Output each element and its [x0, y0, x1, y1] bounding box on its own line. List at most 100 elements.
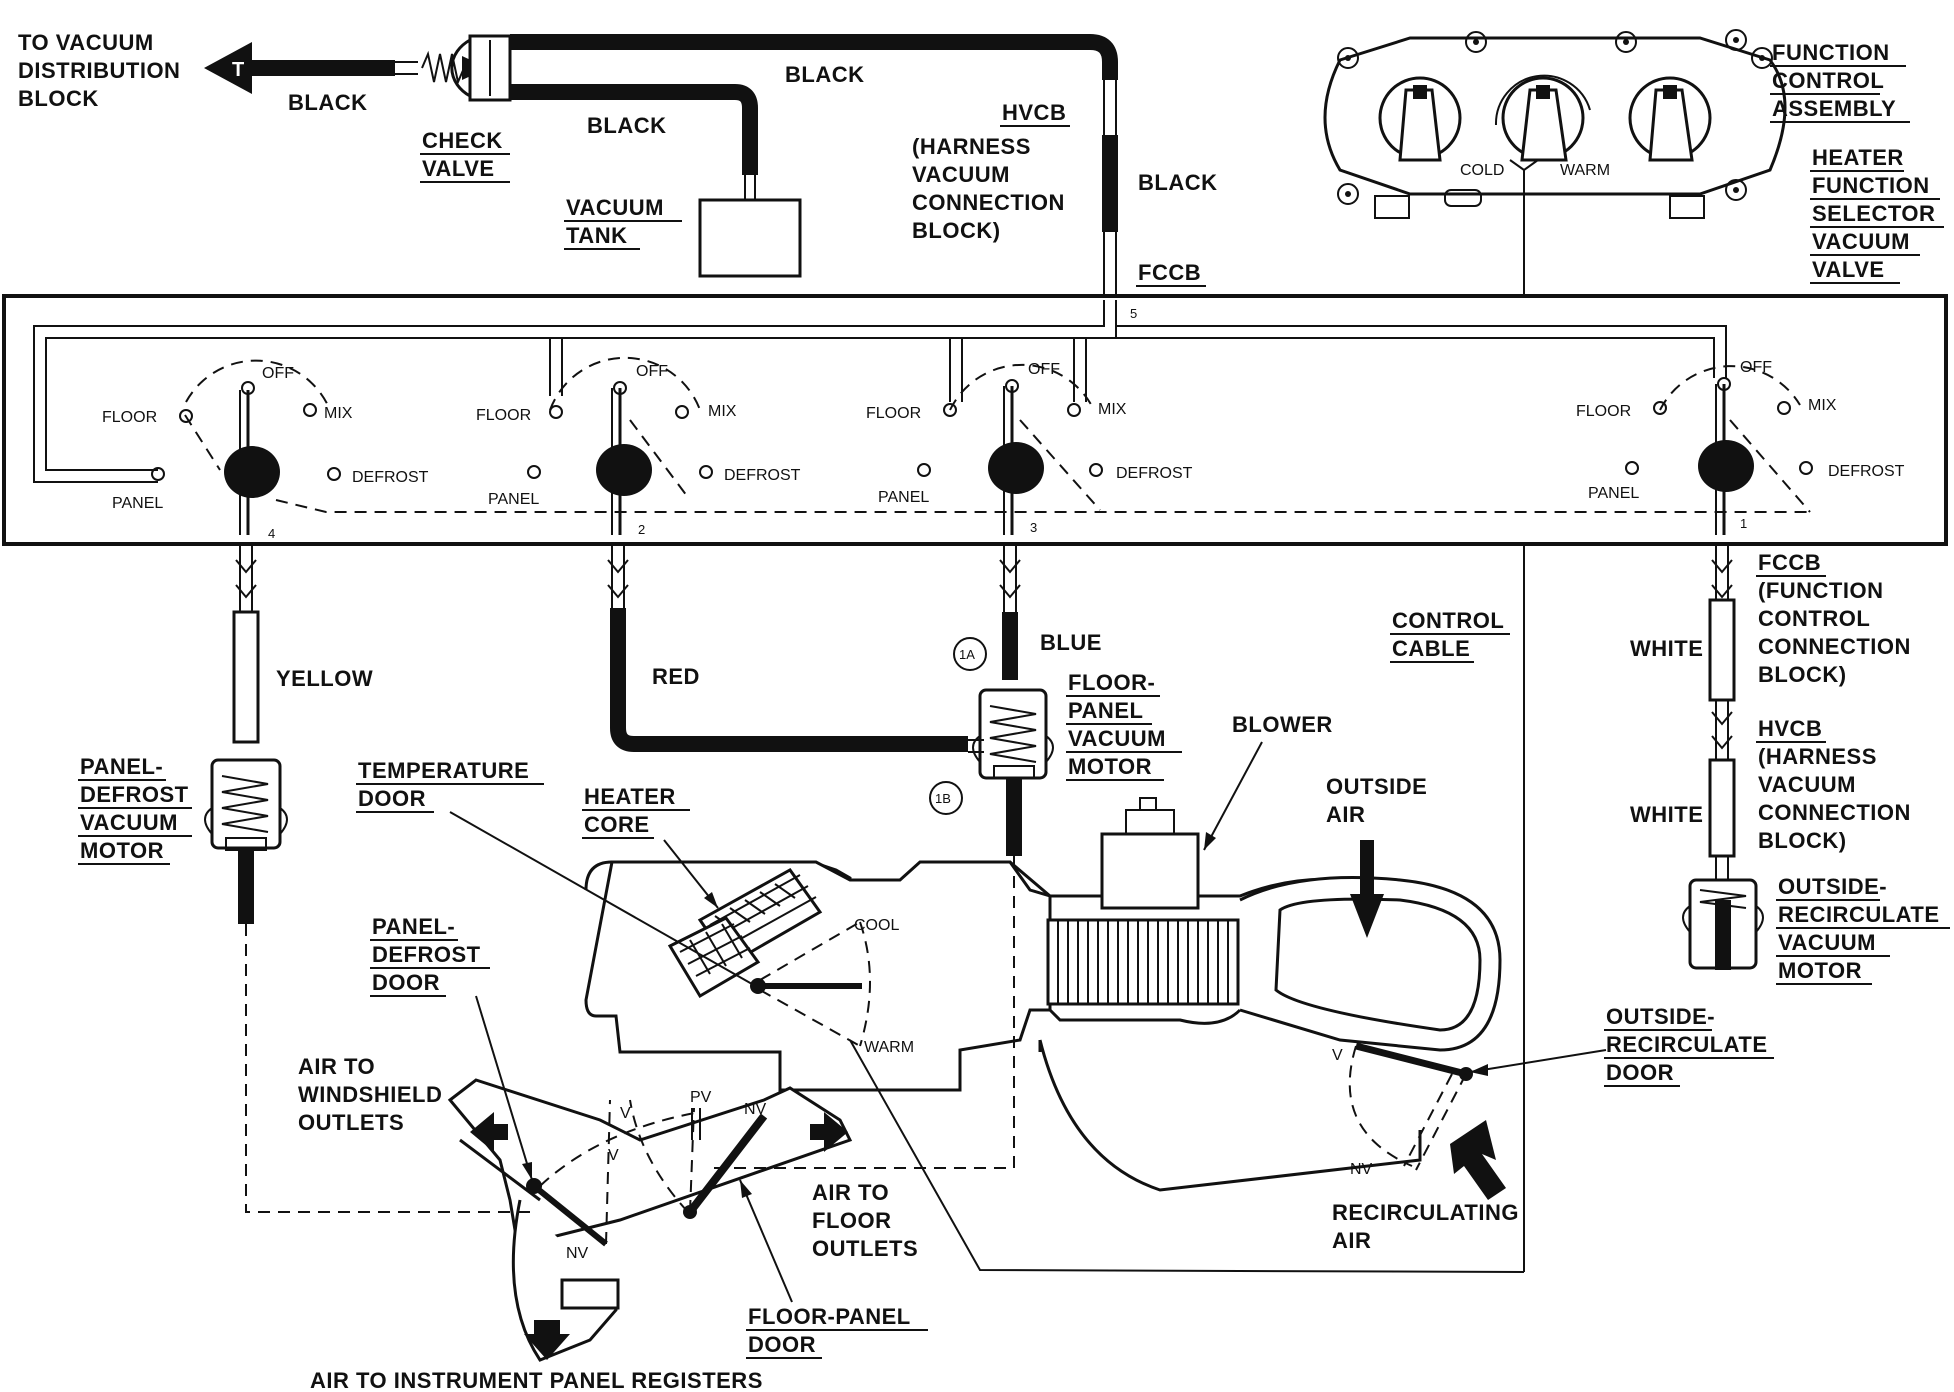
outside-air-label-1: OUTSIDE — [1326, 774, 1427, 799]
valve2-panel: PANEL — [488, 491, 539, 508]
panel-defrost-door-label-1: PANEL- — [372, 914, 455, 939]
function-control-label-2: CONTROL — [1772, 68, 1884, 93]
white-hose-lower — [1708, 758, 1736, 858]
function-control-assembly: COLD WARM — [1323, 29, 1787, 1272]
vacuum-tank — [698, 198, 802, 278]
floor-panel-motor-label-2: PANEL — [1068, 698, 1143, 723]
black-label-right: BLACK — [1138, 170, 1218, 195]
floor-panel-door-label-2: DOOR — [748, 1332, 816, 1357]
air-floor-label-1: AIR TO — [812, 1180, 889, 1205]
valve-section-4: OFF FLOOR MIX PANEL DEFROST 4 — [102, 359, 1810, 541]
check-valve-label-1: CHECK — [422, 128, 503, 153]
panel-defrost-motor-label-4: MOTOR — [80, 838, 164, 863]
fccb-right-desc-1: (FUNCTION — [1758, 578, 1883, 603]
vacuum-source-group: TO VACUUM DISTRIBUTION BLOCK T BLACK CHE… — [18, 30, 1218, 300]
hvcb-top-desc-4: BLOCK) — [912, 218, 1001, 243]
port-1-label: 1 — [1740, 516, 1747, 531]
panel-defrost-door-label-3: DOOR — [372, 970, 440, 995]
recirc-air-label-2: AIR — [1332, 1228, 1371, 1253]
outside-recirc-door-label-2: RECIRCULATE — [1606, 1032, 1768, 1057]
port-2-label: 2 — [638, 522, 645, 537]
floor-panel-motor-label-1: FLOOR- — [1068, 670, 1155, 695]
valve-passages — [33, 300, 1727, 483]
fccb-right-desc-2: CONTROL — [1758, 606, 1870, 631]
valve1-floor: FLOOR — [1576, 403, 1631, 420]
outside-recirc-door-label-3: DOOR — [1606, 1060, 1674, 1085]
panel-defrost-door-label-2: DEFROST — [372, 942, 481, 967]
callout-1a — [953, 637, 987, 671]
floor-panel-door — [686, 1113, 768, 1215]
yellow-label: YELLOW — [276, 666, 373, 691]
red-label: RED — [652, 664, 700, 689]
heater-core-label-1: HEATER — [584, 784, 676, 809]
valve3-off: OFF — [1028, 361, 1060, 378]
port-4-label: 4 — [268, 526, 275, 541]
valve2-off: OFF — [636, 363, 668, 380]
valve4-defrost: DEFROST — [352, 469, 429, 486]
panel-defrost-vacuum-motor — [204, 758, 288, 924]
port-3-label: 3 — [1030, 520, 1037, 535]
white-label-upper: WHITE — [1630, 636, 1703, 661]
yellow-hose — [232, 610, 260, 744]
warm-door-label: WARM — [864, 1039, 914, 1056]
hvcb-right-desc-4: BLOCK) — [1758, 828, 1847, 853]
black-label-top: BLACK — [785, 62, 865, 87]
windshield-air-arrow — [470, 1112, 508, 1152]
outside-recirc-motor-label-2: RECIRCULATE — [1778, 902, 1940, 927]
fccb-right-desc-4: BLOCK) — [1758, 662, 1847, 687]
door-v-label-2: V — [608, 1147, 619, 1164]
outside-recirculate-vacuum-motor — [1682, 878, 1764, 970]
outside-air-label-2: AIR — [1326, 802, 1365, 827]
floor-panel-motor-label-3: VACUUM — [1068, 726, 1166, 751]
valve1-off: OFF — [1740, 359, 1772, 376]
hvcb-right-desc-3: CONNECTION — [1758, 800, 1911, 825]
black-hose-top — [510, 34, 1118, 80]
white-hose-upper — [1708, 598, 1736, 702]
valve3-floor: FLOOR — [866, 405, 921, 422]
outside-air-arrow-shaft — [1360, 840, 1374, 894]
t-marker: T — [232, 59, 244, 81]
callout-1a-text: 1A — [959, 647, 975, 662]
recirc-air-label-1: RECIRCULATING — [1332, 1200, 1519, 1225]
hose-lines: YELLOW RED BLUE 1A 1B WHITE WHITE — [232, 544, 1736, 880]
door-nv-label-2: NV — [566, 1245, 589, 1262]
panel-defrost-motor-label-3: VACUUM — [80, 810, 178, 835]
valve2-defrost: DEFROST — [724, 467, 801, 484]
floor-panel-door-label-1: FLOOR-PANEL — [748, 1304, 911, 1329]
temperature-door-label-2: DOOR — [358, 786, 426, 811]
valve-section-2: OFF FLOOR MIX PANEL DEFROST 2 — [476, 356, 801, 537]
panel-defrost-motor-label-2: DEFROST — [80, 782, 189, 807]
valve3-defrost: DEFROST — [1116, 465, 1193, 482]
hvcb-top-desc-3: CONNECTION — [912, 190, 1065, 215]
to-vacuum-label-2: DISTRIBUTION — [18, 58, 180, 83]
outside-recirc-motor-label-4: MOTOR — [1778, 958, 1862, 983]
blower-label: BLOWER — [1232, 712, 1333, 737]
heater-selector-label-5: VALVE — [1812, 257, 1885, 282]
control-cable-label-1: CONTROL — [1392, 608, 1504, 633]
heater-selector-label-4: VACUUM — [1812, 229, 1910, 254]
heater-housing: COOL WARM — [584, 797, 1502, 1192]
air-windshield-label-3: OUTLETS — [298, 1110, 404, 1135]
door-pv-label: PV — [690, 1089, 712, 1106]
cool-label: COOL — [854, 917, 899, 934]
function-control-label-3: ASSEMBLY — [1772, 96, 1896, 121]
valve1-mix: MIX — [1808, 397, 1837, 414]
valve1-defrost: DEFROST — [1828, 463, 1905, 480]
hvcb-right-desc-1: (HARNESS — [1758, 744, 1877, 769]
outside-recirc-motor-label-3: VACUUM — [1778, 930, 1876, 955]
to-vacuum-label-3: BLOCK — [18, 86, 99, 111]
door-nv-label-1: NV — [744, 1101, 767, 1118]
temperature-knob — [1494, 74, 1591, 162]
blower-wheel — [1046, 918, 1240, 1006]
door-v-label-1: V — [620, 1105, 631, 1122]
fccb-right-label: FCCB — [1758, 550, 1821, 575]
floor-panel-motor-label-4: MOTOR — [1068, 754, 1152, 779]
outside-recirculate-door-group: V NV — [1332, 1042, 1607, 1200]
valve4-panel: PANEL — [112, 495, 163, 512]
valve3-mix: MIX — [1098, 401, 1127, 418]
air-floor-label-2: FLOOR — [812, 1208, 892, 1233]
blower-motor — [1100, 832, 1200, 910]
temperature-door-label-1: TEMPERATURE — [358, 758, 529, 783]
black-label-left: BLACK — [288, 90, 368, 115]
red-hose — [610, 608, 968, 752]
